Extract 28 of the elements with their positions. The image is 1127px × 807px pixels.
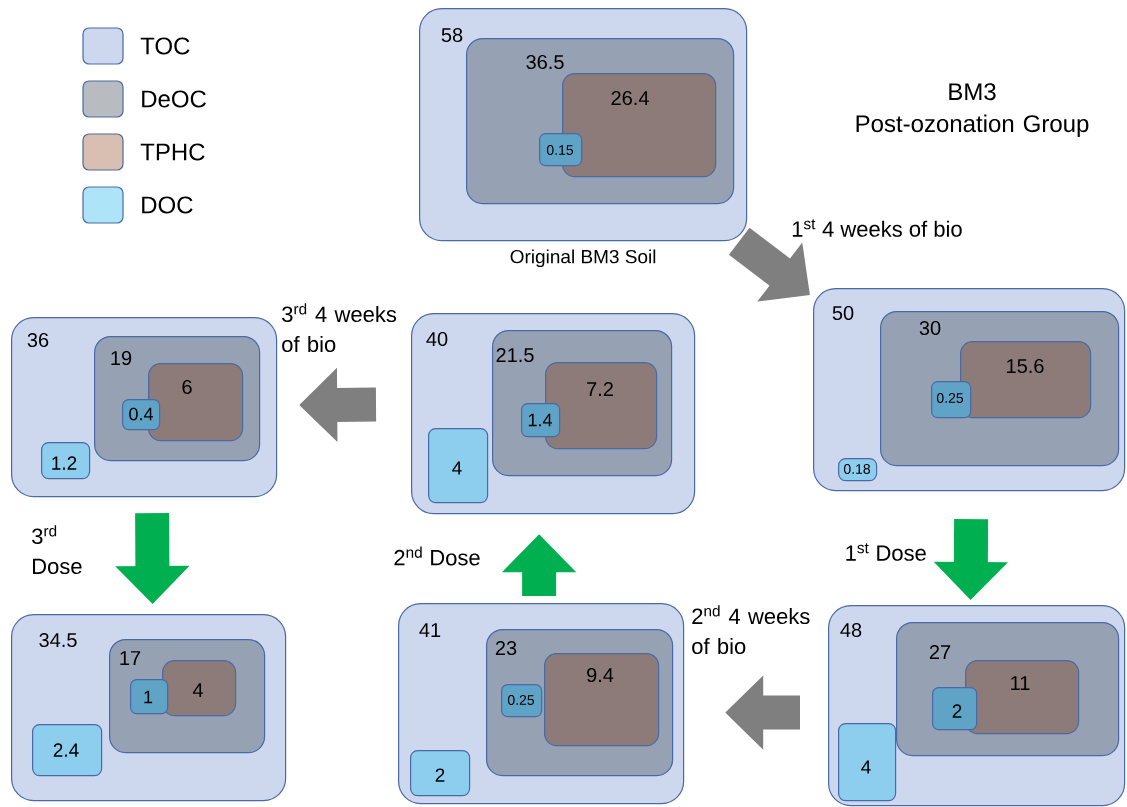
small-box: 0.25 xyxy=(931,381,972,419)
small-box: 1.4 xyxy=(521,403,561,438)
small-box: 1.2 xyxy=(41,442,91,480)
small-box: 2 xyxy=(932,687,978,731)
inner-box: 4 xyxy=(162,660,237,717)
small-box: 0.18 xyxy=(838,458,878,482)
edge-label: 2$^{nd}$ 4 weeks of bio xyxy=(690,604,821,656)
edge-label: 2$^{nd}$ Dose xyxy=(392,545,482,567)
legend-label: DOC xyxy=(142,196,193,214)
edge-label: 3$^{rd}$ Dose xyxy=(30,524,99,576)
inner-box: 11 xyxy=(965,660,1080,735)
small-box: 2 xyxy=(410,750,471,797)
title: BM3 Post-ozonation Group xyxy=(856,83,1089,137)
legend-label: DeOC xyxy=(142,90,206,108)
edge-label: 1$^{st}$ Dose xyxy=(843,542,928,562)
small-box: 4 xyxy=(428,428,489,504)
small-box: 1 xyxy=(130,679,169,715)
small-box: 0.4 xyxy=(122,399,161,431)
edge-label: 1$^{st}$ 4 weeks of bio xyxy=(790,218,964,238)
legend-label: TPHC xyxy=(140,143,205,161)
inner-box: 9.4 xyxy=(544,653,660,747)
small-box: 0.15 xyxy=(539,133,583,167)
small-box: 4 xyxy=(838,723,897,802)
small-box: 0.25 xyxy=(501,684,543,718)
caption-text: Original BM3 Soil xyxy=(510,249,656,268)
legend-label: TOC xyxy=(140,37,190,55)
small-box: 2.4 xyxy=(32,724,103,777)
edge-label: 3$^{rd}$ 4 weeks of bio xyxy=(280,302,411,354)
